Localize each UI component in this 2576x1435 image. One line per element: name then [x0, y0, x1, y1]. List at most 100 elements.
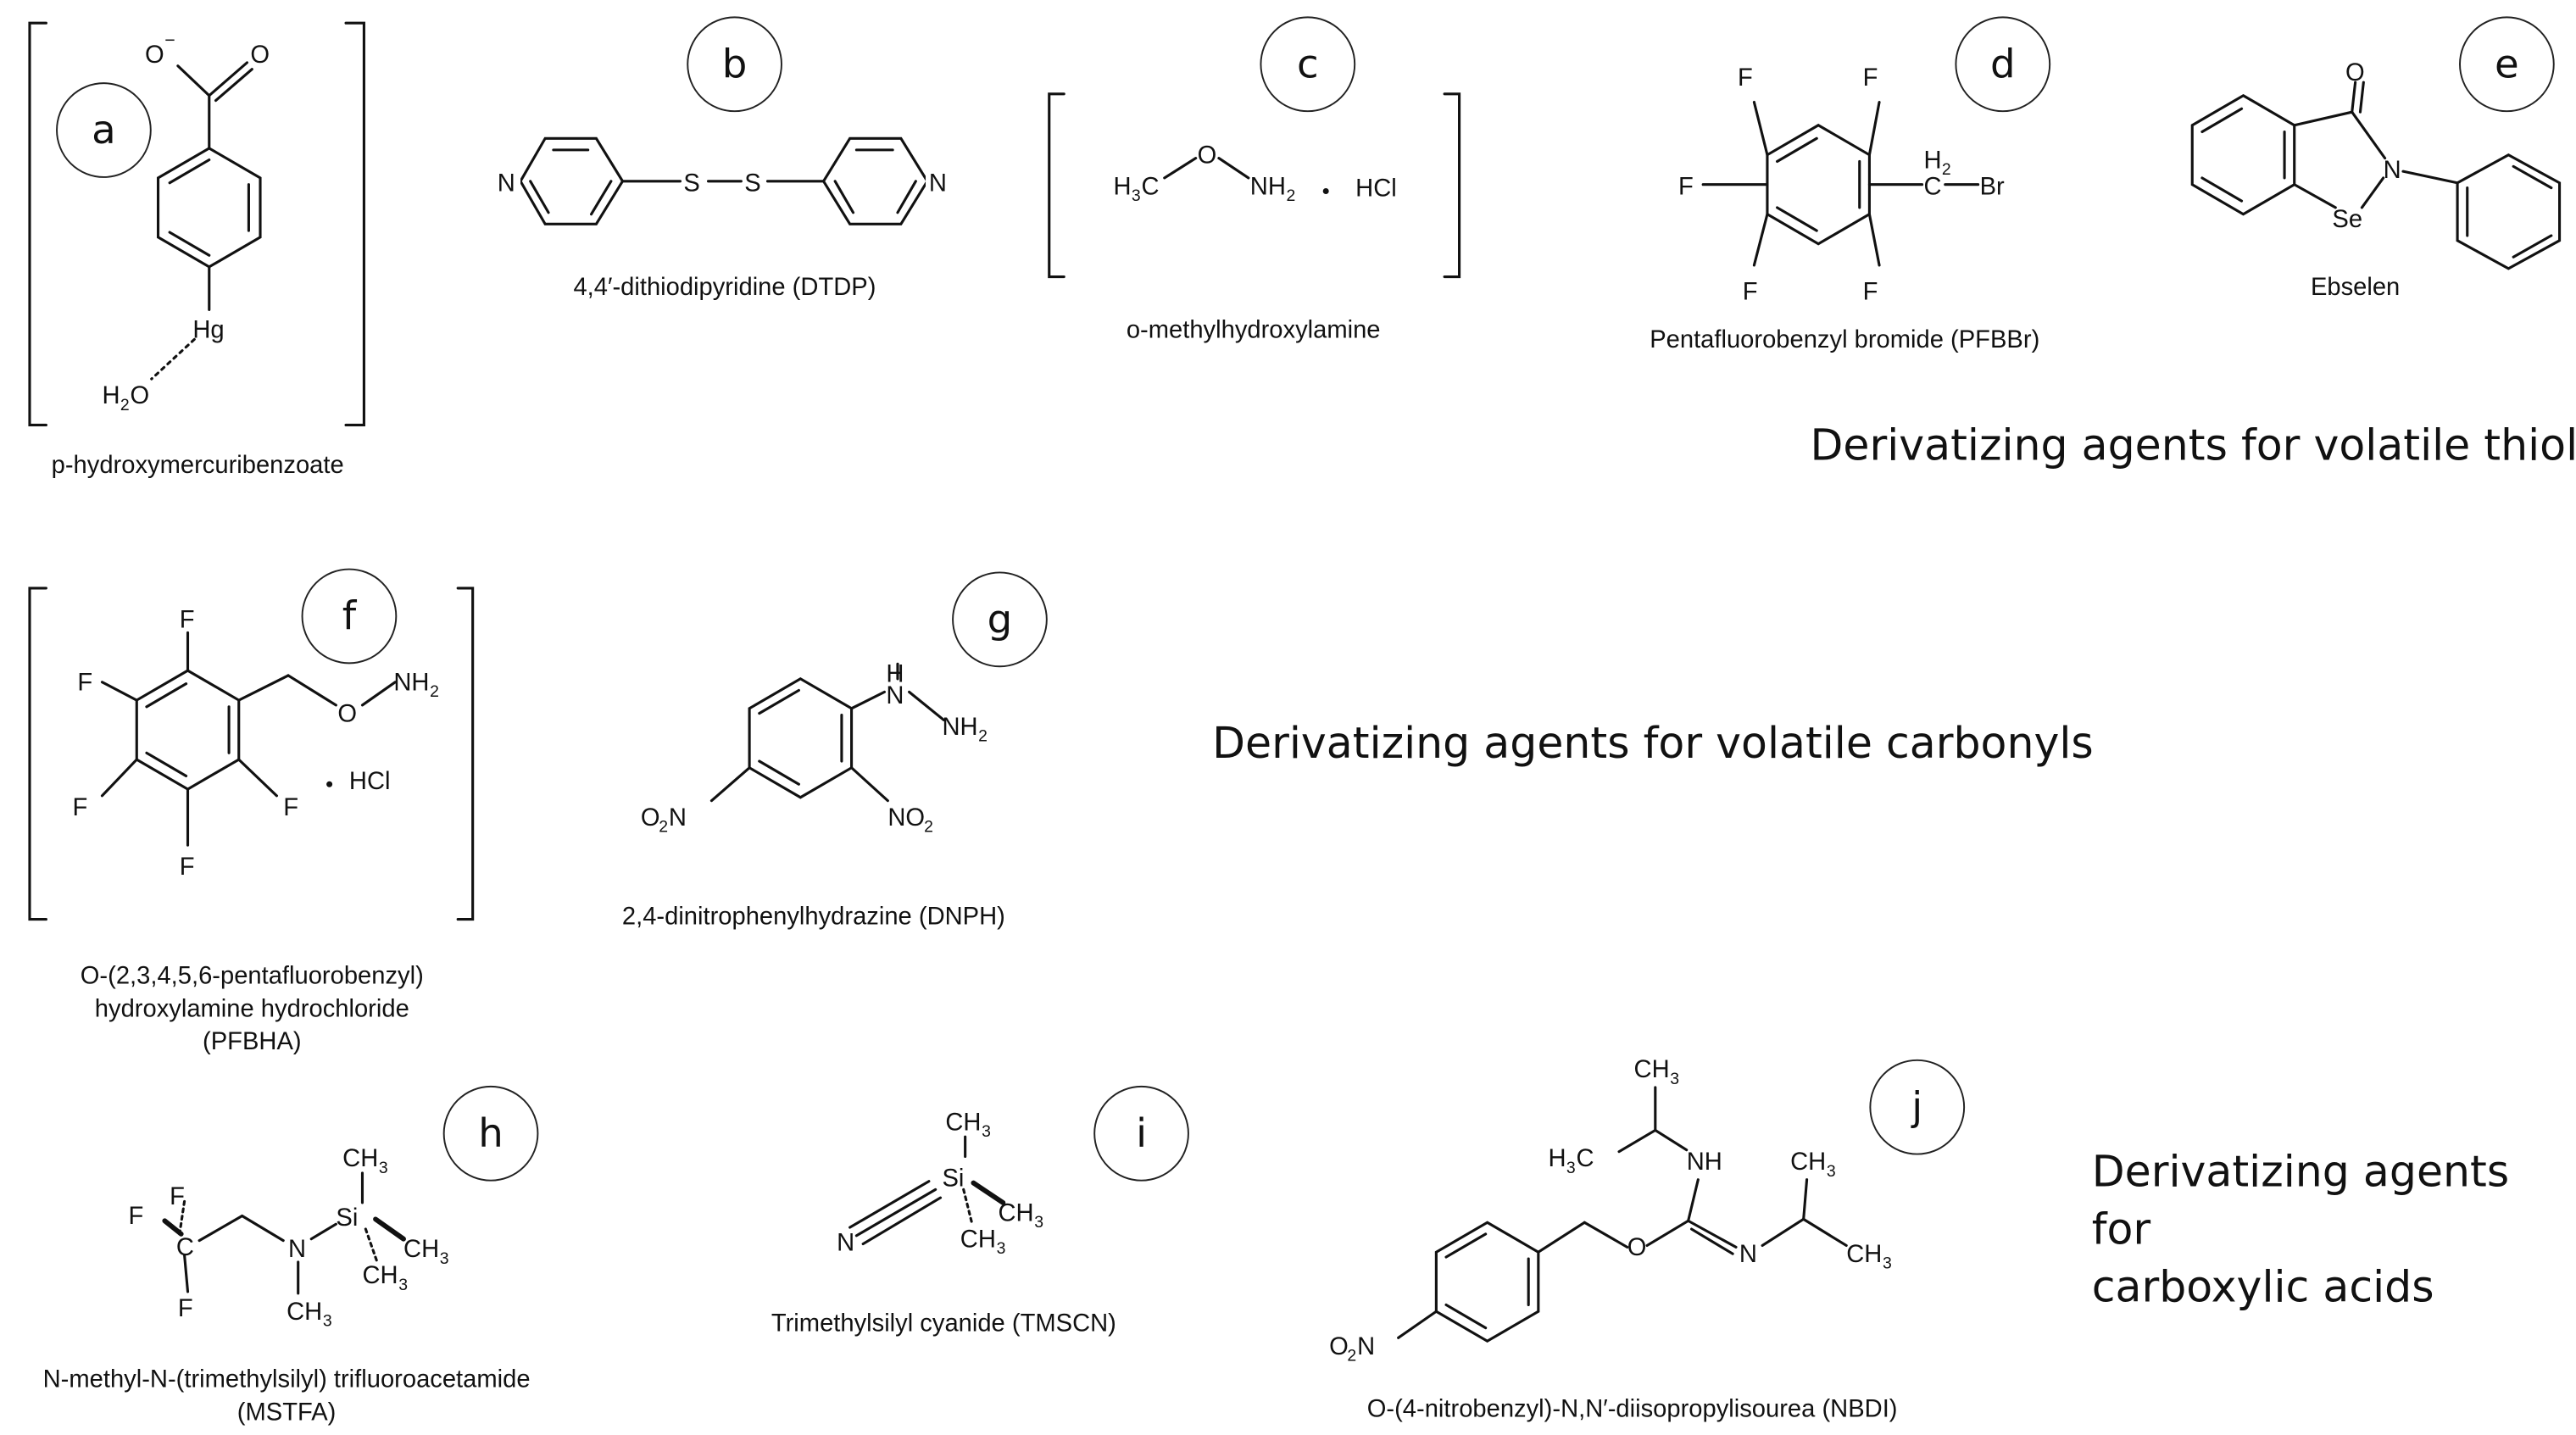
- svg-text:S: S: [683, 170, 699, 197]
- svg-text:H: H: [1549, 1145, 1566, 1172]
- badge-g: g: [952, 571, 1048, 668]
- bracket-left-f: [28, 587, 47, 921]
- benzene-ring-a: [156, 147, 262, 269]
- svg-text:O: O: [250, 42, 270, 69]
- pyridine-ring-b2: [821, 136, 929, 225]
- badge-c: c: [1260, 16, 1356, 113]
- svg-text:H: H: [886, 661, 904, 688]
- badge-h: h: [442, 1085, 539, 1182]
- svg-text:N: N: [2384, 157, 2401, 184]
- svg-text:F: F: [129, 1203, 144, 1230]
- svg-text:H: H: [1114, 173, 1132, 200]
- svg-text:CH: CH: [287, 1299, 322, 1326]
- svg-text:CH: CH: [1846, 1241, 1882, 1268]
- svg-text:N: N: [837, 1229, 854, 1256]
- svg-text:CH: CH: [945, 1109, 981, 1136]
- svg-text:F: F: [180, 607, 195, 634]
- svg-text:F: F: [178, 1295, 193, 1322]
- svg-text:CH: CH: [362, 1262, 398, 1289]
- structure-e: O N Se: [2190, 59, 2562, 270]
- svg-text:N: N: [929, 170, 947, 197]
- svg-text:N: N: [288, 1236, 306, 1263]
- svg-text:F: F: [1863, 64, 1878, 92]
- svg-text:Si: Si: [336, 1204, 358, 1232]
- svg-text:2: 2: [659, 818, 668, 837]
- svg-text:F: F: [1678, 173, 1694, 200]
- benzene-ring-f: [135, 669, 241, 791]
- bracket-right-c: [1443, 92, 1461, 279]
- svg-text:CH: CH: [960, 1226, 996, 1253]
- compound-name-i: Trimethylsilyl cyanide (TMSCN): [771, 1310, 1116, 1338]
- svg-text:O: O: [1198, 142, 1217, 169]
- svg-text:3: 3: [1883, 1254, 1892, 1273]
- svg-text:O: O: [1329, 1333, 1349, 1360]
- svg-text:CH: CH: [1634, 1056, 1670, 1083]
- svg-text:3: 3: [1827, 1162, 1836, 1181]
- svg-text:2: 2: [430, 682, 439, 701]
- bracket-left-a: [28, 21, 47, 427]
- compound-name-f-line3: (PFBHA): [203, 1027, 302, 1056]
- compound-name-c: o-methylhydroxylamine: [1126, 316, 1381, 345]
- compound-name-d: Pentafluorobenzyl bromide (PFBBr): [1650, 325, 2040, 354]
- svg-text:O: O: [337, 700, 357, 727]
- svg-text:2: 2: [1287, 186, 1296, 205]
- svg-text:NH: NH: [1250, 173, 1286, 200]
- svg-text:C: C: [176, 1234, 194, 1261]
- svg-text:F: F: [1743, 279, 1758, 306]
- svg-text:2: 2: [924, 818, 933, 837]
- svg-text:3: 3: [1566, 1159, 1576, 1177]
- svg-text:O: O: [641, 804, 660, 832]
- svg-text:O: O: [145, 42, 164, 69]
- bracket-right-a: [344, 21, 365, 427]
- svg-text:F: F: [170, 1183, 185, 1210]
- compound-name-e: Ebselen: [2310, 273, 2401, 302]
- svg-text:Se: Se: [2332, 206, 2362, 233]
- badge-f: f: [301, 568, 398, 665]
- heading-carboxylic-line1: Derivatizing agents for: [2091, 1148, 2510, 1256]
- compound-name-f: O-(2,3,4,5,6-pentafluorobenzyl) hydroxyl…: [0, 960, 548, 1060]
- svg-text:NO: NO: [887, 804, 925, 832]
- svg-text:N: N: [1739, 1241, 1757, 1268]
- badge-d: d: [1955, 16, 2051, 113]
- pyridine-ring-b1: [519, 136, 625, 225]
- svg-text:O: O: [1627, 1234, 1647, 1261]
- svg-text:F: F: [283, 794, 298, 821]
- benzene-ring-d: [1766, 123, 1871, 246]
- svg-text:3: 3: [1132, 186, 1141, 205]
- svg-text:CH: CH: [1790, 1149, 1826, 1176]
- svg-text:C: C: [1577, 1145, 1594, 1172]
- badge-b: b: [687, 16, 782, 113]
- structure-b: N S S N: [497, 136, 949, 225]
- benzene-ring-g: [748, 677, 854, 799]
- badge-a: a: [56, 82, 152, 178]
- svg-text:NH: NH: [393, 669, 429, 696]
- svg-text:Hg: Hg: [192, 316, 224, 343]
- phenyl-ring-e: [2456, 153, 2562, 270]
- svg-text:H: H: [1924, 147, 1942, 174]
- svg-text:2: 2: [1347, 1347, 1356, 1365]
- heading-carboxylic-line2: carboxylic acids: [2091, 1264, 2434, 1314]
- svg-text:O: O: [131, 382, 150, 409]
- badge-j: j: [1869, 1059, 1966, 1155]
- svg-text:F: F: [1863, 279, 1878, 306]
- svg-text:F: F: [1738, 64, 1753, 92]
- svg-text:Br: Br: [1980, 173, 2005, 200]
- compound-name-h-line1: N-methyl-N-(trimethylsilyl) trifluoroace…: [42, 1365, 531, 1394]
- svg-text:C: C: [1142, 173, 1160, 200]
- benzo-ring-e: [2190, 93, 2296, 216]
- compound-name-j: O-(4-nitrobenzyl)-N,N′-diisopropylisoure…: [1366, 1395, 1898, 1424]
- svg-text:S: S: [744, 170, 760, 197]
- svg-text:F: F: [72, 794, 87, 821]
- compound-name-h-line2: (MSTFA): [236, 1399, 337, 1427]
- svg-text:N: N: [669, 804, 687, 832]
- compound-name-g: 2,4-dinitrophenylhydrazine (DNPH): [621, 903, 1005, 932]
- svg-text:CH: CH: [342, 1145, 378, 1172]
- svg-text:3: 3: [997, 1239, 1006, 1258]
- svg-text:2: 2: [120, 396, 130, 414]
- svg-text:F: F: [77, 669, 92, 696]
- svg-text:CH: CH: [999, 1199, 1034, 1226]
